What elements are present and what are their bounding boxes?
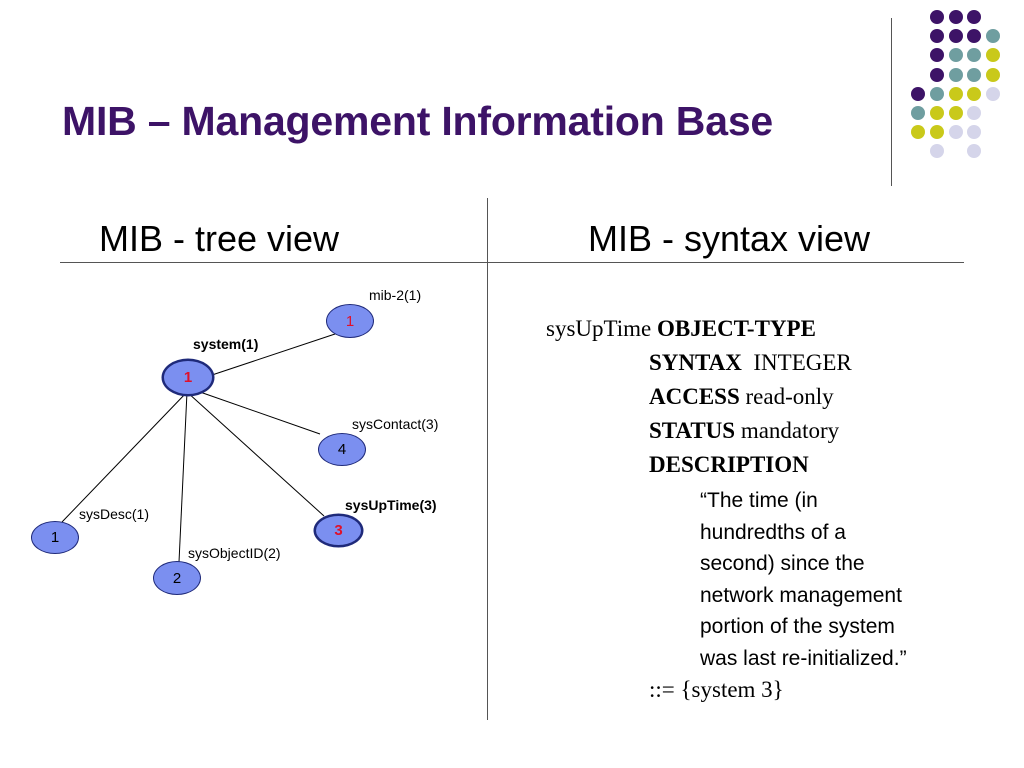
decorative-dot: [986, 67, 1001, 82]
description-line-6: was last re-initialized.”: [700, 646, 907, 670]
access-value: read-only: [745, 384, 834, 409]
description-line-1: “The time (in: [700, 489, 818, 512]
decorative-dot: [929, 48, 944, 63]
label-mib2: mib-2(1): [369, 287, 422, 303]
decorative-dot: [967, 86, 982, 101]
syntax-value: INTEGER: [753, 350, 852, 375]
tree-view-heading: MIB - tree view: [99, 218, 340, 259]
decorative-dot: [948, 106, 963, 120]
decorative-dot: [967, 125, 982, 140]
node-syscontact: 4: [318, 433, 366, 466]
description-keyword: DESCRIPTION: [649, 452, 809, 477]
node-sysuptime: 3: [315, 515, 362, 546]
node-sysobjectid: 2: [153, 561, 201, 595]
node-system: 1: [163, 360, 213, 395]
title-divider-line: [891, 18, 892, 186]
decorative-dot: [948, 67, 963, 82]
decorative-dot: [929, 10, 944, 24]
status-value: mandatory: [740, 418, 840, 443]
edge-system-syscontact: [199, 391, 321, 435]
decorative-dot: [967, 106, 982, 120]
description-line-2: hundredths of a: [700, 520, 846, 544]
decorative-dot: [967, 10, 982, 24]
syntax-object-line: sysUpTime OBJECT-TYPE: [546, 316, 816, 342]
decorative-dot: [929, 67, 944, 82]
decorative-dot: [911, 106, 925, 120]
decorative-dot: [967, 67, 982, 82]
decorative-dot: [986, 48, 1001, 63]
decorative-dot: [929, 106, 944, 120]
edge-system-sysuptime: [186, 391, 325, 517]
syntax-line: SYNTAX INTEGER: [649, 350, 852, 376]
description-text: “The time (in hundredths of a second) si…: [700, 485, 907, 674]
decorative-dot: [911, 125, 925, 140]
description-line-5: portion of the system: [700, 615, 895, 638]
decorative-dot: [929, 144, 944, 159]
decorative-dot: [948, 86, 963, 101]
description-line-3: second) since the: [700, 552, 865, 575]
status-line: STATUS mandatory: [649, 418, 839, 444]
decorative-dot: [948, 125, 963, 140]
column-divider-line: [487, 198, 488, 720]
edge-system-mib2: [211, 332, 339, 376]
label-system: system(1): [193, 336, 259, 352]
status-keyword: STATUS: [649, 418, 736, 443]
decorative-dot: [948, 29, 963, 44]
decorative-dot: [967, 48, 982, 63]
decorative-dot: [986, 86, 1001, 101]
decorative-dot: [929, 125, 944, 140]
object-type-keyword: OBJECT-TYPE: [657, 316, 816, 341]
access-line: ACCESS read-only: [649, 384, 834, 410]
label-sysdesc: sysDesc(1): [79, 506, 150, 522]
slide-title: MIB – Management Information Base: [62, 98, 774, 144]
decorative-dot: [967, 29, 982, 44]
description-line: DESCRIPTION: [649, 452, 809, 478]
decorative-dot: [948, 48, 963, 63]
object-name: sysUpTime: [546, 316, 652, 341]
decorative-dot: [929, 29, 944, 44]
syntax-keyword: SYNTAX: [649, 350, 742, 375]
decorative-dot: [967, 144, 982, 159]
description-line-4: network management: [700, 583, 902, 607]
decorative-dot: [929, 86, 944, 101]
decorative-dot: [986, 29, 1001, 44]
edge-system-sysobjectid: [178, 391, 188, 563]
label-sysuptime: sysUpTime(3): [345, 497, 437, 513]
heading-underline: [60, 262, 964, 263]
label-sysobjectid: sysObjectID(2): [188, 545, 281, 561]
decorative-dot: [948, 10, 963, 24]
node-sysdesc: 1: [31, 521, 79, 554]
oid-assignment: ::= {system 3}: [649, 677, 784, 702]
edge-system-sysdesc: [61, 391, 188, 523]
access-keyword: ACCESS: [649, 384, 740, 409]
label-syscontact: sysContact(3): [352, 416, 439, 432]
node-mib2: 1: [326, 304, 374, 338]
decorative-dot: [911, 86, 925, 101]
syntax-view-heading: MIB - syntax view: [588, 218, 871, 259]
